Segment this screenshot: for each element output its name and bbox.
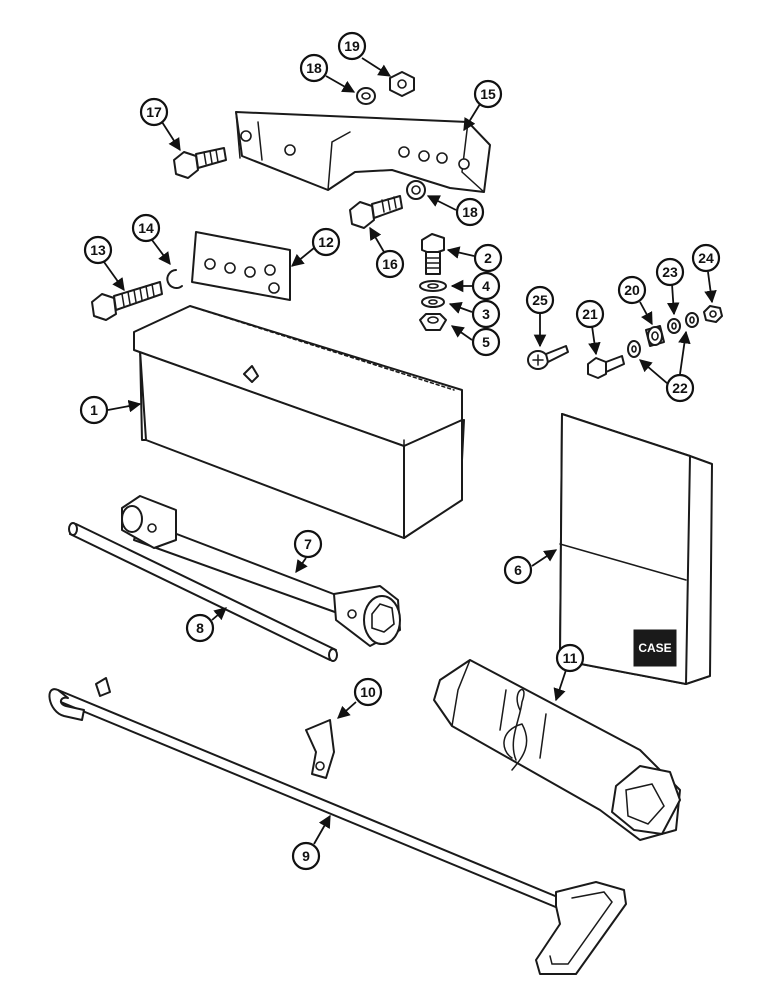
svg-text:21: 21: [582, 306, 598, 322]
callouts: 1 2 4 3 5 6 7: [79, 31, 721, 871]
callout-18b: 18: [426, 195, 485, 227]
svg-text:16: 16: [382, 256, 398, 272]
lock-washer-18b: [406, 180, 426, 200]
callout-20: 20: [617, 275, 653, 326]
callout-15: 15: [463, 79, 503, 132]
callout-13: 13: [83, 235, 125, 292]
svg-text:4: 4: [482, 278, 490, 294]
svg-text:18: 18: [306, 60, 322, 76]
callout-10: 10: [337, 677, 383, 719]
operator-manual: CASE: [559, 413, 713, 685]
svg-text:5: 5: [482, 334, 490, 350]
bolt-13: [91, 281, 163, 321]
clip: [305, 719, 335, 779]
svg-text:22: 22: [672, 380, 688, 396]
svg-text:2: 2: [484, 250, 492, 266]
svg-text:3: 3: [482, 306, 490, 322]
callout-7: 7: [293, 529, 323, 574]
svg-text:6: 6: [514, 562, 522, 578]
crank-handle: [48, 677, 627, 975]
callout-24: 24: [691, 243, 721, 304]
svg-text:15: 15: [480, 86, 496, 102]
svg-text:13: 13: [90, 242, 106, 258]
tool-box: [133, 305, 465, 539]
washer-22: [627, 340, 641, 358]
svg-text:14: 14: [138, 220, 154, 236]
callout-4: 4: [450, 271, 501, 301]
svg-text:8: 8: [196, 620, 204, 636]
callout-6: 6: [503, 549, 558, 585]
nut-19: [389, 71, 415, 97]
callout-3: 3: [448, 299, 501, 329]
lock-washer-14: [166, 269, 183, 289]
lock-washer-3: [421, 296, 445, 308]
screw-25: [527, 345, 569, 370]
svg-text:11: 11: [563, 650, 578, 666]
case-logo: CASE: [633, 629, 677, 667]
lock-washer-18a: [356, 87, 376, 105]
svg-text:CASE: CASE: [638, 641, 671, 655]
callout-8: 8: [185, 607, 227, 643]
svg-text:23: 23: [662, 264, 678, 280]
flat-washer-4: [419, 280, 447, 292]
callout-5: 5: [450, 325, 501, 357]
svg-text:20: 20: [624, 282, 640, 298]
tool-roll: [433, 659, 681, 841]
svg-text:19: 19: [344, 38, 360, 54]
bolt-2: [421, 233, 445, 275]
callout-16: 16: [369, 226, 405, 279]
svg-text:7: 7: [304, 536, 312, 552]
svg-text:10: 10: [360, 684, 376, 700]
callout-2: 2: [446, 243, 503, 273]
wheel-wrench: [121, 495, 401, 647]
svg-text:17: 17: [146, 104, 162, 120]
lock-washer-23: [667, 318, 681, 334]
spacer-plate: [191, 231, 291, 301]
bolt-21: [587, 355, 625, 379]
svg-text:1: 1: [90, 402, 98, 418]
callout-12: 12: [291, 227, 341, 267]
callout-22: 22: [639, 330, 695, 403]
callout-21: 21: [575, 299, 605, 356]
nut-24: [703, 305, 723, 323]
callout-14: 14: [131, 213, 171, 266]
bolt-16: [349, 195, 403, 229]
svg-text:18: 18: [462, 204, 478, 220]
bolt-17: [173, 147, 227, 179]
callout-19: 19: [337, 31, 392, 77]
callout-18a: 18: [299, 53, 356, 93]
mounting-bracket: [235, 111, 491, 193]
callout-23: 23: [655, 257, 685, 316]
svg-text:12: 12: [318, 234, 334, 250]
spacer-20: [645, 325, 665, 347]
svg-text:25: 25: [532, 292, 548, 308]
callout-9: 9: [291, 814, 331, 871]
svg-text:9: 9: [302, 848, 310, 864]
callout-25: 25: [525, 285, 555, 348]
svg-text:24: 24: [698, 250, 714, 266]
washer-22b: [685, 312, 699, 328]
callout-11: 11: [553, 643, 585, 702]
nut-5: [419, 313, 447, 331]
callout-1: 1: [79, 395, 142, 425]
callout-17: 17: [139, 97, 181, 152]
wrench-bar: [68, 522, 338, 662]
